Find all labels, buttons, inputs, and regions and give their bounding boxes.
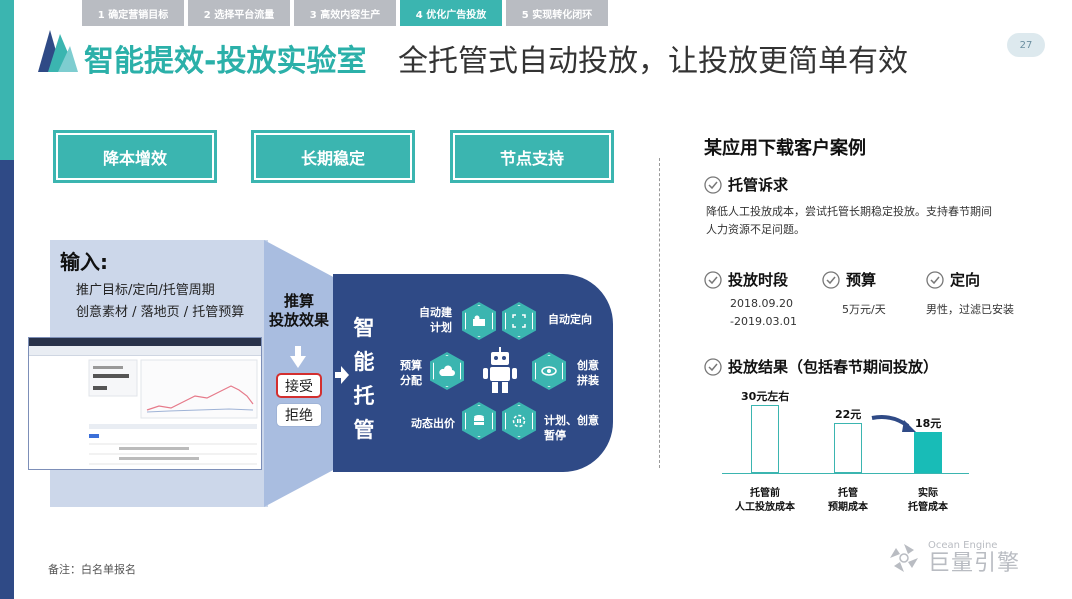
nav-tab-1[interactable]: 1 确定营销目标 (82, 0, 184, 26)
chart-bar (834, 423, 862, 473)
label-auto-target: 自动定向 (548, 313, 592, 326)
label-plan-pause: 计划、创意暂停 (544, 414, 599, 442)
chart-bar (751, 405, 779, 473)
budget-heading: 预算 (822, 269, 876, 290)
budget-alloc-icon (430, 352, 464, 390)
robot-icon (483, 347, 517, 393)
chart-baseline (722, 473, 969, 474)
page-title: 智能提效-投放实验室 (84, 44, 367, 79)
result-heading: 投放结果（包括春节期间投放） (704, 356, 938, 377)
auto-label-char-3: 托 (353, 384, 375, 408)
check-circle-icon (926, 270, 944, 289)
check-circle-icon (704, 270, 722, 289)
down-arrow-icon (290, 346, 306, 368)
label-budget-alloc: 预算分配 (400, 359, 422, 387)
nav-tab-5[interactable]: 5 实现转化闭环 (506, 0, 608, 26)
brand-name-cn: 巨量引擎 (928, 551, 1021, 576)
creative-stitch-icon (532, 352, 566, 390)
dashboard-screenshot (28, 337, 262, 470)
input-title: 输入: (60, 250, 108, 274)
feature-long-term-stable: 长期稳定 (251, 130, 415, 183)
chart-x-label: 托管预期成本 (828, 488, 868, 513)
period-value: 2018.09.20-2019.03.01 (730, 297, 797, 328)
budget-value: 5万元/天 (842, 303, 886, 316)
input-line-1: 推广目标/定向/托管周期 (76, 283, 215, 298)
need-heading: 托管诉求 (704, 174, 788, 195)
section-divider (659, 158, 660, 468)
auto-target-icon (502, 302, 536, 340)
label-auto-plan: 自动建计划 (419, 306, 452, 334)
reject-button[interactable]: 拒绝 (276, 403, 322, 427)
chart-bar (914, 432, 942, 473)
check-circle-icon (704, 357, 722, 376)
auto-plan-icon (462, 302, 496, 340)
auto-label-char-4: 管 (353, 418, 375, 442)
chart-x-label: 实际托管成本 (908, 488, 948, 513)
feature-holiday-support: 节点支持 (450, 130, 614, 183)
chart-data-label: 22元 (835, 408, 862, 421)
check-circle-icon (822, 270, 840, 289)
nav-tab-4[interactable]: 4 优化广告投放 (400, 0, 502, 26)
target-value: 男性，过滤已安装 (926, 303, 1014, 316)
chart-x-label: 托管前人工投放成本 (735, 488, 795, 513)
chart-data-label: 18元 (915, 417, 942, 430)
step-nav: 1 确定营销目标 2 选择平台流量 3 高效内容生产 4 优化广告投放 5 实现… (82, 0, 608, 26)
brand-name-en: Ocean Engine (928, 540, 998, 551)
page-subtitle: 全托管式自动投放，让投放更简单有效 (398, 44, 908, 79)
auto-label-char-2: 能 (353, 350, 375, 374)
label-dynamic-bid: 动态出价 (411, 417, 455, 430)
target-heading: 定向 (926, 269, 980, 290)
plan-pause-icon (502, 402, 536, 440)
label-creative-stitch: 创意拼装 (577, 359, 599, 387)
dynamic-bid-icon (462, 402, 496, 440)
case-title: 某应用下载客户案例 (704, 138, 866, 159)
page-number-badge: 27 (1007, 33, 1045, 57)
check-circle-icon (704, 175, 722, 194)
chart-data-label: 30元左右 (741, 390, 790, 403)
feature-cost-reduction: 降本增效 (53, 130, 217, 183)
recommend-label: 推算 投放效果 (268, 292, 329, 329)
auto-label-char-1: 智 (353, 316, 375, 340)
ocean-engine-logo-icon (890, 544, 918, 572)
accept-button[interactable]: 接受 (276, 373, 322, 398)
left-accent-bar-bottom (0, 160, 14, 599)
brand-logo-icon (38, 30, 78, 72)
left-accent-bar-top (0, 0, 14, 160)
nav-tab-3[interactable]: 3 高效内容生产 (294, 0, 396, 26)
footnote: 备注：白名单报名 (48, 563, 136, 576)
curved-arrow-icon (871, 415, 916, 432)
right-arrow-icon (335, 366, 349, 384)
period-heading: 投放时段 (704, 269, 788, 290)
input-line-2: 创意素材 / 落地页 / 托管预算 (76, 305, 245, 320)
need-text: 降低人工投放成本，尝试托管长期稳定投放。支持春节期间人力资源不足问题。 (706, 205, 992, 236)
nav-tab-2[interactable]: 2 选择平台流量 (188, 0, 290, 26)
brand-mark: Ocean Engine 巨量引擎 (886, 540, 1020, 576)
